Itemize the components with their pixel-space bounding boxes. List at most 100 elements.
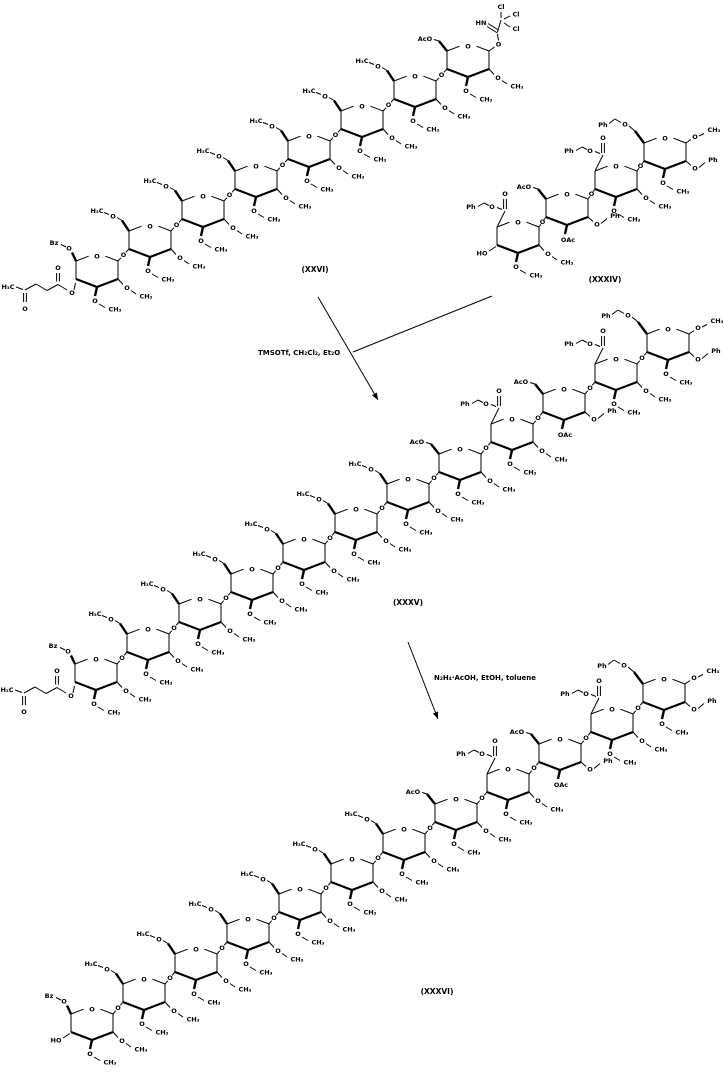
- link-oxygen: O: [275, 564, 281, 572]
- glycosidic-link: O: [117, 248, 130, 262]
- label-ch3: CH₃: [550, 806, 563, 814]
- bond-line: [383, 501, 388, 506]
- bond-line: [421, 792, 428, 795]
- label-h3c: H₃C: [344, 810, 357, 818]
- bond-line: [125, 248, 130, 253]
- bond-line: [468, 448, 482, 455]
- bond-line: [251, 590, 274, 602]
- bond-line: [156, 182, 163, 185]
- bond-line: [278, 910, 301, 922]
- bond-line: [227, 159, 236, 172]
- label-ch3: CH₃: [103, 1059, 116, 1067]
- bond-line: [701, 324, 708, 328]
- bond-line: [487, 441, 492, 446]
- bond-line: [476, 821, 483, 828]
- bond-line: [516, 768, 530, 775]
- bond-line: [309, 495, 316, 498]
- label-h3c: H₃C: [296, 490, 309, 498]
- bond-line: [151, 273, 159, 278]
- bond-line: [220, 600, 225, 605]
- bond-line: [580, 761, 587, 767]
- bond-line: [209, 152, 216, 155]
- bond-line: [488, 46, 495, 52]
- bond-line: [178, 598, 192, 605]
- bond-line: [170, 248, 177, 255]
- bond-line: [208, 598, 222, 605]
- bond-line: [140, 1009, 146, 1020]
- bond-line: [226, 918, 240, 925]
- bond-line: [156, 628, 170, 635]
- compound-label-XXXV: (XXXV): [393, 598, 423, 607]
- bond-line: [455, 820, 478, 832]
- bond-line: [483, 791, 488, 796]
- arrowhead: [372, 392, 378, 400]
- label-ch3: CH₃: [373, 156, 386, 164]
- bond-line: [541, 803, 548, 808]
- bond-line: [45, 687, 58, 694]
- bond-line: [572, 388, 586, 395]
- label-o: O: [479, 750, 485, 758]
- bond-line: [672, 678, 686, 685]
- bond-line: [166, 590, 173, 594]
- bond-line: [282, 560, 305, 572]
- label-ch3: CH₃: [560, 259, 573, 267]
- ring-oxygen: O: [197, 596, 203, 604]
- bond-line: [117, 278, 124, 285]
- bond-line: [178, 218, 183, 223]
- label-o: O: [61, 998, 67, 1006]
- ring-oxygen: O: [662, 135, 668, 143]
- label-o: O: [295, 930, 301, 938]
- bond-line: [183, 260, 190, 265]
- label-h3c: H₃C: [1, 283, 14, 291]
- bond-line: [594, 380, 617, 392]
- bond-line: [181, 663, 188, 668]
- ring-oxygen: O: [405, 476, 411, 484]
- label-ph: Ph: [707, 697, 717, 705]
- link-oxygen: O: [375, 854, 381, 862]
- bond-line: [386, 69, 395, 82]
- label-aco: AcO: [410, 438, 425, 446]
- ring-oxygen: O: [297, 886, 303, 894]
- bond-line: [216, 950, 221, 955]
- bond-line: [698, 162, 706, 168]
- bond-line: [407, 641, 439, 720]
- label-o: O: [607, 750, 613, 758]
- bond-line: [434, 820, 457, 832]
- bond-line: [403, 850, 426, 862]
- label-aco: AcO: [514, 378, 529, 386]
- label-ch3: CH₃: [419, 529, 432, 537]
- label-ph: Ph: [456, 750, 466, 758]
- bond-line: [231, 188, 236, 193]
- label-o: O: [435, 507, 441, 515]
- bond-line: [368, 62, 375, 65]
- bond-line: [587, 731, 592, 736]
- ring-oxygen: O: [609, 706, 615, 714]
- bond-line: [634, 130, 645, 144]
- bond-line: [352, 295, 493, 353]
- bond-line: [248, 599, 254, 610]
- bond-line: [385, 893, 392, 898]
- bond-line: [249, 966, 257, 971]
- label-ph: Ph: [607, 407, 617, 415]
- bond-line: [590, 730, 613, 742]
- bond-line: [301, 936, 309, 941]
- bond-line: [587, 216, 594, 222]
- label-o: O: [483, 400, 489, 408]
- glycosidic-link: O: [320, 881, 332, 895]
- label-o: O: [21, 708, 27, 716]
- bond-line: [425, 442, 432, 445]
- bond-line: [123, 651, 128, 656]
- bond-line: [272, 570, 277, 575]
- label-cl: Cl: [513, 11, 520, 19]
- link-oxygen: O: [121, 251, 127, 259]
- bond-line: [280, 129, 289, 142]
- label-ch3: CH₃: [363, 909, 376, 917]
- bond-line: [438, 448, 452, 455]
- label-h3c: H₃C: [302, 87, 315, 95]
- label-o: O: [659, 720, 665, 728]
- bond-line: [271, 882, 280, 895]
- ring-oxygen: O: [349, 856, 355, 864]
